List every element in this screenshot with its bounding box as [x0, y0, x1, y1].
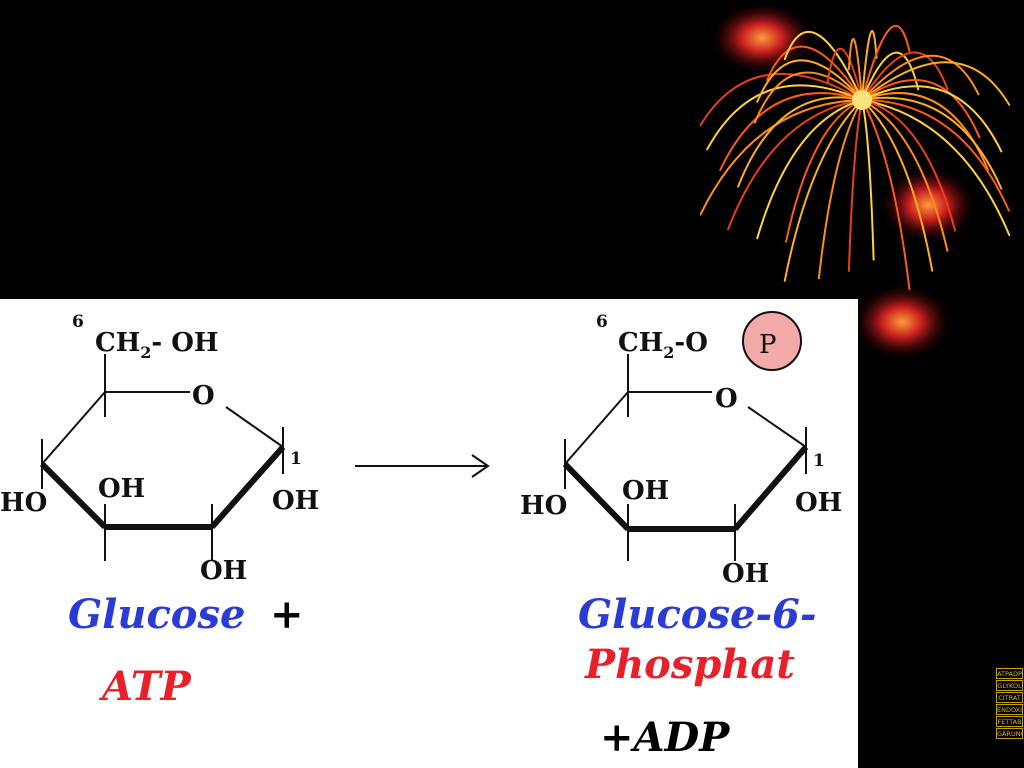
glucose-ho-c4: HO: [0, 488, 47, 518]
firework-ray: [783, 30, 863, 101]
firework-ray: [719, 92, 863, 171]
firework-ray: [847, 37, 863, 101]
atp-label: ATP: [102, 663, 191, 710]
firework-ray: [700, 72, 863, 127]
glucose-name: Glucose: [68, 591, 246, 638]
nav-fettab[interactable]: FETTAB: [996, 716, 1023, 727]
g6p-ring-oxygen: O: [715, 384, 738, 414]
g6p-structure: 6 CH2-O P O 1 OH HO OH OH: [520, 311, 842, 589]
g6p-oh-c1: OH: [795, 488, 842, 518]
firework-ray: [766, 45, 863, 101]
firework-ray: [706, 84, 863, 151]
firework-ray: [861, 99, 949, 252]
firework-ray: [700, 99, 863, 216]
glucose-ring-oxygen: O: [192, 381, 215, 411]
firework-ray: [756, 59, 863, 103]
firework-ray: [861, 85, 1003, 153]
phosphate-label: P: [759, 330, 777, 360]
firework-ray: [861, 79, 981, 139]
firework-ray: [817, 99, 863, 280]
firework-ray: [785, 99, 863, 243]
firework-ray: [847, 99, 863, 272]
firework-ray: [783, 99, 863, 282]
firework-ray: [861, 99, 875, 261]
firework-ray: [737, 96, 863, 188]
g6p-name-line2: Phosphat: [585, 641, 795, 688]
g6p-oh-c2: OH: [722, 559, 769, 589]
firework-ray: [861, 99, 934, 272]
nav-garung[interactable]: GÄRUNG: [996, 728, 1023, 739]
glucose-carbon1-label: 1: [290, 449, 302, 469]
reaction-panel: 6 CH2- OH O 1 OH HO OH OH 6: [0, 299, 858, 768]
glucose-oh-c3: OH: [98, 474, 145, 504]
g6p-oh-c3: OH: [622, 476, 669, 506]
fireworks-decoration: [700, 2, 1011, 360]
g6p-carbon1-label: 1: [813, 451, 825, 471]
reaction-diagram: 6 CH2- OH O 1 OH HO OH OH 6: [0, 311, 842, 589]
firework-ray: [861, 99, 957, 232]
nav-atpadp[interactable]: ATPADP: [996, 668, 1023, 679]
g6p-carbon6-label: 6: [596, 312, 608, 332]
g6p-name-line1: Glucose-6-: [578, 591, 817, 638]
firework-ray: [753, 71, 863, 124]
glucose-ch2-label: CH2- OH: [95, 328, 218, 362]
firework-ray: [861, 98, 1010, 212]
firework-ray: [861, 51, 920, 101]
glucose-oh-c1: OH: [272, 486, 319, 516]
glucose-oh-c2: OH: [200, 556, 247, 586]
firework-ray: [861, 54, 980, 101]
firework-ray: [861, 24, 911, 101]
firework-ray: [861, 61, 1011, 106]
glucose-carbon6-label: 6: [72, 312, 84, 332]
firework-ray: [861, 99, 1011, 237]
firework-ray: [727, 99, 863, 231]
firework-ray: [861, 30, 878, 101]
reaction-arrow: [355, 454, 490, 478]
g6p-ho-c4: HO: [520, 491, 567, 521]
nav-glykol[interactable]: GLYKOL: [996, 680, 1023, 691]
firework-ray: [826, 47, 863, 101]
glucose-structure: 6 CH2- OH O 1 OH HO OH OH: [0, 312, 319, 586]
nav-endoxi[interactable]: ENDOXI: [996, 704, 1023, 715]
navigation-menu: ATPADP GLYKOL CITRAT ENDOXI FETTAB GÄRUN…: [996, 668, 1023, 739]
firework-ray: [861, 99, 911, 291]
firework-ray: [861, 96, 1003, 190]
g6p-ch2-label: CH2-O: [618, 328, 708, 362]
phosphate-circle: [742, 311, 802, 371]
adp-label: +ADP: [600, 714, 730, 761]
firework-ray: [756, 99, 863, 240]
firework-ray: [861, 51, 949, 101]
nav-citrat[interactable]: CITRAT: [996, 692, 1023, 703]
plus-sign: +: [270, 591, 304, 638]
